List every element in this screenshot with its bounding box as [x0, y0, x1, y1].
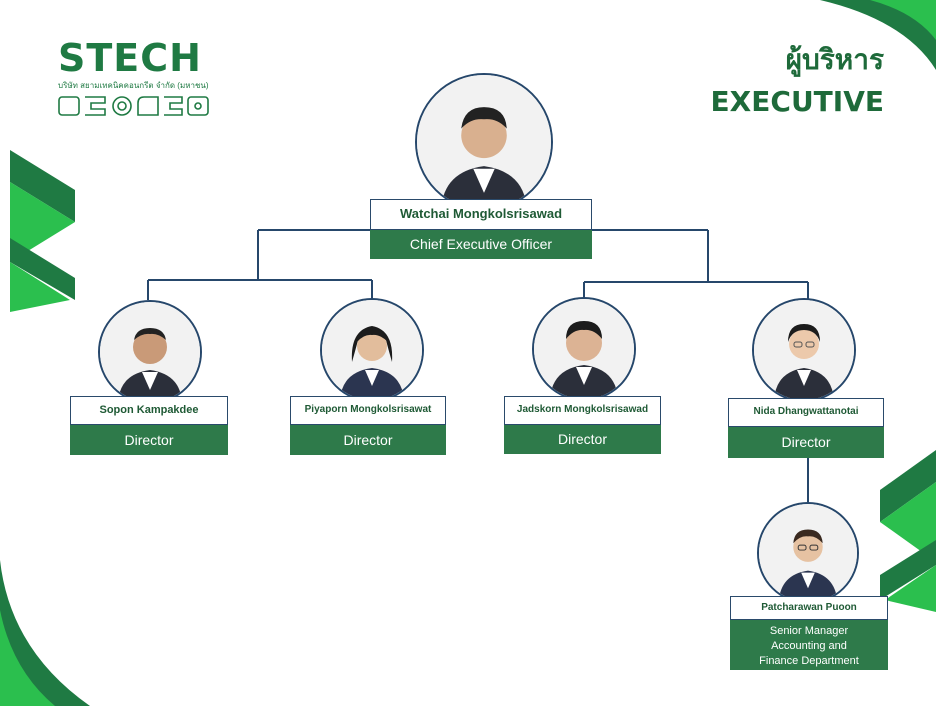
manager-name: Patcharawan Puoon — [730, 596, 888, 620]
manager-title-line-1: Senior Manager — [769, 625, 849, 637]
org-connectors — [147, 229, 809, 502]
person-portrait-icon — [322, 300, 422, 400]
director-4-title: Director — [728, 427, 884, 458]
zigzag-ribbon-left — [10, 150, 75, 312]
ceo-photo — [415, 73, 553, 211]
logo-shapes-icon — [58, 96, 209, 116]
logo-company-thai: บริษัท สยามเทคนิคคอนกรีต จำกัด (มหาชน) — [58, 81, 209, 90]
company-logo: STECH บริษัท สยามเทคนิคคอนกรีต จำกัด (มห… — [58, 38, 218, 122]
director-1-title: Director — [70, 425, 228, 455]
ceo-title: Chief Executive Officer — [370, 230, 592, 259]
heading-english: EXECUTIVE — [710, 85, 884, 118]
director-4-name: Nida Dhangwattanotai — [728, 398, 884, 427]
director-3-name: Jadskorn Mongkolsrisawad — [504, 396, 661, 425]
person-portrait-icon — [417, 75, 551, 209]
director-2-photo — [320, 298, 424, 402]
person-portrait-icon — [100, 302, 200, 402]
person-portrait-icon — [754, 300, 854, 400]
director-2-title: Director — [290, 425, 446, 455]
page-heading: ผู้บริหาร EXECUTIVE — [711, 42, 884, 120]
manager-title-line-3: Finance Department — [759, 655, 859, 667]
heading-thai: ผู้บริหาร — [785, 43, 884, 76]
manager-title-line-2: Accounting and — [771, 640, 847, 652]
person-portrait-icon — [534, 299, 634, 399]
zigzag-ribbon-right — [880, 450, 936, 612]
logo-wordmark: STECH — [58, 36, 202, 80]
director-4-photo — [752, 298, 856, 402]
director-3-photo — [532, 297, 636, 401]
director-3-title: Director — [504, 425, 661, 454]
ceo-name: Watchai Mongkolsrisawad — [370, 199, 592, 230]
manager-title: Senior Manager Accounting and Finance De… — [730, 620, 888, 670]
director-1-photo — [98, 300, 202, 404]
manager-photo — [757, 502, 859, 604]
director-2-name: Piyaporn Mongkolsrisawat — [290, 396, 446, 425]
director-1-name: Sopon Kampakdee — [70, 396, 228, 425]
corner-ribbon-top-right — [820, 0, 936, 70]
person-portrait-icon — [759, 504, 857, 602]
